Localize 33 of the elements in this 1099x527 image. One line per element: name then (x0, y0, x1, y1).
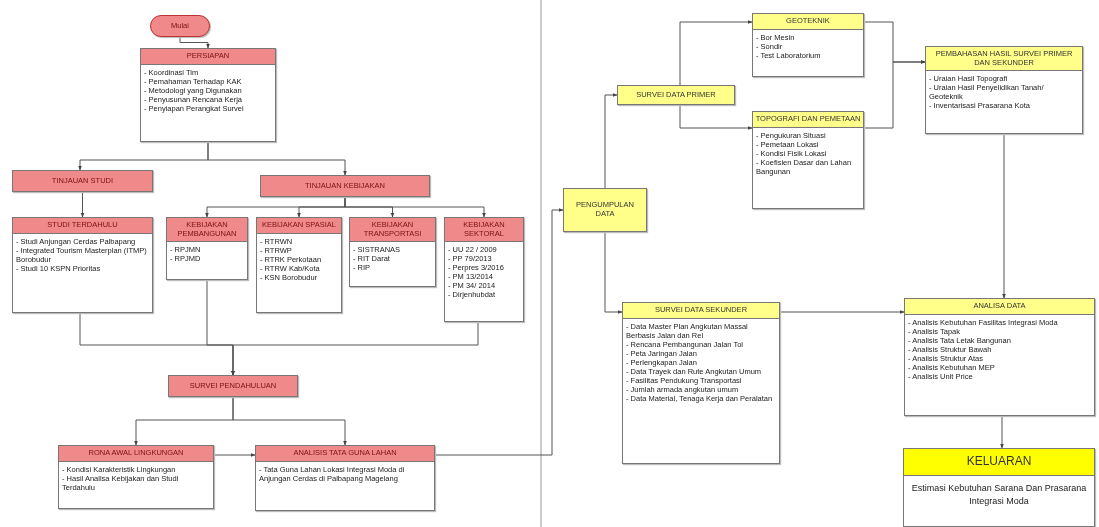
arrow (207, 141, 347, 176)
arrow (1000, 415, 1004, 449)
arrow (604, 93, 618, 189)
arrow (1002, 133, 1006, 299)
process-card (903, 448, 1095, 527)
process-card (255, 445, 435, 511)
arrow (213, 453, 256, 457)
arrow (679, 20, 753, 86)
process-card (256, 217, 342, 313)
arrow (434, 208, 564, 456)
arrow (679, 104, 753, 130)
arrow (80, 191, 85, 218)
process-card (904, 298, 1095, 416)
arrow (779, 310, 905, 314)
arrow (179, 36, 210, 49)
process-card (444, 217, 524, 322)
start-terminal (150, 15, 210, 37)
process-card (58, 445, 214, 509)
box-text: Estimasi Kebutuhan Sarana Dan Prasarana Integrasi Moda (910, 481, 1088, 509)
process-card (752, 13, 864, 77)
process-card (349, 217, 436, 287)
arrow (344, 196, 486, 218)
process-card (166, 217, 248, 280)
arrow (863, 60, 926, 129)
box-heading: KELUARAN (904, 449, 1094, 476)
process-card (12, 217, 153, 313)
process-card (140, 48, 276, 142)
process-card (622, 302, 780, 464)
process-card (752, 111, 864, 209)
arrow (604, 231, 623, 314)
arrow (231, 321, 479, 376)
process-card (925, 46, 1083, 134)
arrow (232, 396, 347, 446)
